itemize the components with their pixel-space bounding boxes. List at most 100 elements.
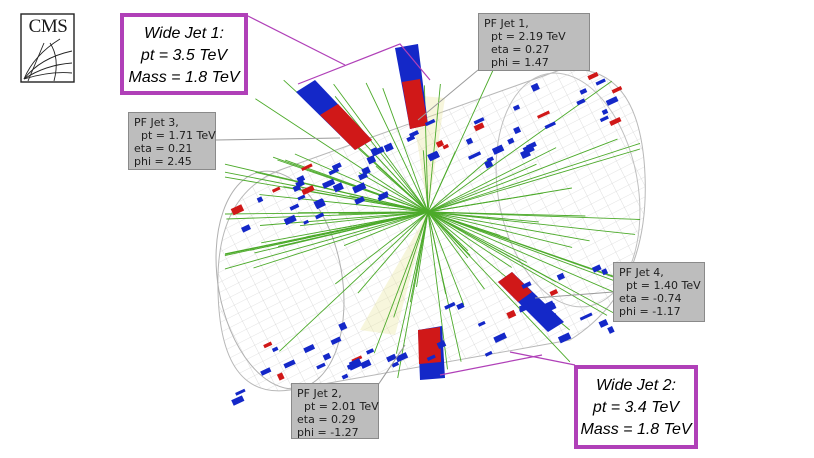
track-line [427,211,469,259]
calorimeter-hit [315,212,325,220]
calorimeter-hit [587,71,599,81]
pf-jet-2-label: PF Jet 2, pt = 2.01 TeV eta = 0.29 phi =… [291,383,379,439]
calorimeter-hit [530,82,540,92]
track-line [224,176,429,213]
jet-tower-3 [296,80,372,150]
calorimeter-hit [607,325,615,334]
track-line [427,69,494,213]
track-line [395,211,429,354]
calorimeter-hit [366,155,377,165]
wide-jet-1-mass: Mass = 1.8 TeV [128,69,240,86]
track-line [224,211,429,215]
calorimeter-hit [338,321,348,331]
track-line [259,194,429,213]
cms-logo-text: CMS [28,16,68,37]
track-line [224,211,429,270]
calorimeter-hit [271,186,281,193]
calorimeter-hit [456,302,465,310]
track-line [427,148,641,213]
calorimeter-hit [579,312,593,321]
pf-jet-1-phi: phi = 1.47 [484,56,549,69]
track-line [409,211,429,303]
calorimeter-hit [473,117,485,125]
calorimeter-hit [468,151,482,160]
track-line [427,211,485,290]
calorimeter-hit [444,301,456,310]
pf-jet-2-phi: phi = -1.27 [297,426,359,439]
calorimeter-hit [256,196,264,203]
calorimeter-hit [328,167,340,176]
calorimeter-hit [556,272,566,281]
calorimeter-hit [370,147,378,154]
track-line [427,211,527,263]
track-line [294,153,429,213]
cms-logo-icon [20,13,75,83]
track-line [373,211,429,354]
track-line [224,163,429,213]
calorimeter-hit [386,353,397,363]
track-line [253,211,429,269]
track-line [427,211,512,268]
wide-jet-1-label: Wide Jet 1: pt = 3.5 TeV Mass = 1.8 TeV [120,13,248,95]
calorimeter-hit [611,86,623,94]
track-line [261,211,429,244]
track-line [427,158,490,213]
calorimeter-hit [263,341,273,349]
calorimeter-hit [518,302,529,311]
calorimeter-hit [316,362,326,370]
calorimeter-hit [591,264,602,273]
track-line [224,211,429,256]
calorimeter-hit [543,302,557,314]
calorimeter-hit [579,88,588,95]
pf-jet-2-pt: pt = 2.01 TeV [297,400,379,413]
track-line [279,211,429,352]
calorimeter-hit [595,78,606,86]
calorimeter-hit [283,214,297,226]
track-line [427,211,447,295]
track-line [427,211,509,240]
track-line [255,98,429,213]
calorimeter-hit [424,118,436,127]
calorimeter-hit [477,320,486,327]
track-line [427,211,573,248]
wide-jet-2-label: Wide Jet 2: pt = 3.4 TeV Mass = 1.8 TeV [574,365,698,449]
track-line [365,82,429,213]
pf-jet-3-phi: phi = 2.45 [134,155,192,168]
calorimeter-hit [549,288,559,297]
calorimeter-hit [507,137,515,145]
wide-jet-1-pt: pt = 3.5 TeV [140,47,228,64]
calorimeter-hit [609,116,622,126]
track-line [427,83,441,213]
track-line [427,211,636,235]
calorimeter-hit [435,139,445,148]
calorimeter-hit [605,96,619,106]
calorimeter-hit [303,219,310,225]
calorimeter-hits [230,71,631,406]
wide-jet-2-title: Wide Jet 2: [596,377,676,394]
wide-jet-2-pt: pt = 3.4 TeV [592,399,680,416]
track-line [224,171,429,213]
calorimeter-hit [358,172,368,181]
pf-jet-2-title: PF Jet 2, [297,387,342,400]
calorimeter-hit [346,363,354,370]
calorimeter-hit [557,332,572,344]
track-line [393,211,429,318]
calorimeter-hit [426,354,436,361]
calorimeter-hit [332,182,344,193]
calorimeter-hit [330,336,342,345]
pf-jet-3-title: PF Jet 3, [134,116,179,129]
calorimeter-hit [297,194,306,201]
calorimeter-hit [513,126,522,135]
calorimeter-hit [292,184,302,193]
calorimeter-hit [408,130,420,138]
calorimeter-hit [341,373,349,380]
track-line [226,211,429,220]
calorimeter-hit [391,361,400,368]
calorimeter-hit [283,359,296,369]
pf-jet-3-pt: pt = 1.71 TeV [134,129,216,142]
calorimeter-hit [303,344,316,354]
calorimeter-hit [301,163,313,172]
pf-jet-4-phi: phi = -1.17 [619,305,681,318]
pf-jet-1-title: PF Jet 1, [484,17,529,30]
